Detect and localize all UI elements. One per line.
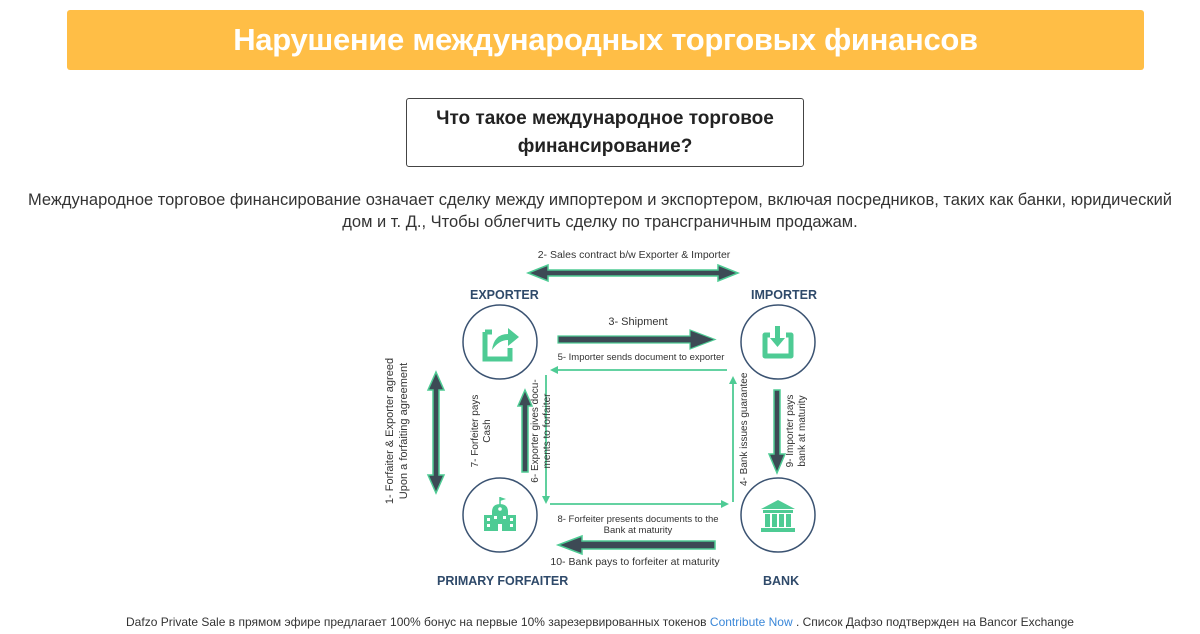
- step7-cash-arrow: [516, 388, 534, 473]
- description-line-2: дом и т. Д., Чтобы облегчить сделку по т…: [342, 213, 858, 231]
- step6-label: 6- Exporter gives docu- ments to forfait…: [530, 379, 553, 483]
- question-box: Что такое международное торговое финанси…: [406, 98, 804, 167]
- footer-text-before: Dafzo Private Sale в прямом эфире предла…: [126, 615, 707, 629]
- contribute-now-link[interactable]: Contribute Now: [709, 615, 793, 629]
- diagram-graphics: [426, 263, 816, 556]
- question-heading: Что такое международное торговое финанси…: [436, 107, 774, 157]
- forfaiting-diagram: 2- Sales contract b/w Exporter & Importe…: [380, 240, 830, 595]
- description-paragraph: Международное торговое финансирование оз…: [10, 189, 1190, 233]
- exporter-label: EXPORTER: [470, 288, 539, 302]
- importer-label: IMPORTER: [751, 288, 817, 302]
- page-title: Нарушение международных торговых финансо…: [233, 22, 978, 57]
- step1-double-arrow: [426, 370, 446, 495]
- step3-label: 3- Shipment: [608, 316, 668, 328]
- step9-label: 9- Importer pays bank at maturity: [785, 394, 808, 468]
- title-banner: Нарушение международных торговых финансо…: [67, 10, 1144, 70]
- bank-label: BANK: [763, 574, 800, 588]
- share-icon: [482, 328, 519, 362]
- bank-circle: [740, 477, 816, 553]
- step7-label: 7- Forfeiter pays Cash: [470, 394, 493, 468]
- description-line-1: Международное торговое финансирование оз…: [27, 191, 1173, 209]
- footer-text-after: . Список Дафзо подтвержден на Bancor Exc…: [795, 615, 1074, 629]
- step9-payment-arrow: [767, 389, 787, 475]
- step8-label: 8- Forfeiter presents documents to the B…: [557, 514, 719, 536]
- step2-double-arrow: [525, 263, 741, 283]
- school-building-icon: [484, 497, 516, 531]
- download-icon: [762, 326, 794, 359]
- bank-icon: [761, 500, 795, 532]
- step10-bank-pays-arrow: [555, 534, 716, 556]
- footer-promo: Dafzo Private Sale в прямом эфире предла…: [0, 615, 1200, 629]
- step4-label: 4- Bank issues guarantee: [739, 372, 750, 486]
- forfaiter-label: PRIMARY FORFAITER: [437, 574, 569, 588]
- step3-shipment-arrow: [557, 329, 717, 350]
- step10-label: 10- Bank pays to forfeiter at maturity: [550, 556, 720, 568]
- document-flow-lines: [542, 366, 737, 508]
- step1-label: 1- Forfaiter & Exporter agreed Upon a fo…: [384, 357, 410, 505]
- step5-label: 5- Importer sends document to exporter: [557, 352, 725, 363]
- step2-label: 2- Sales contract b/w Exporter & Importe…: [537, 249, 731, 261]
